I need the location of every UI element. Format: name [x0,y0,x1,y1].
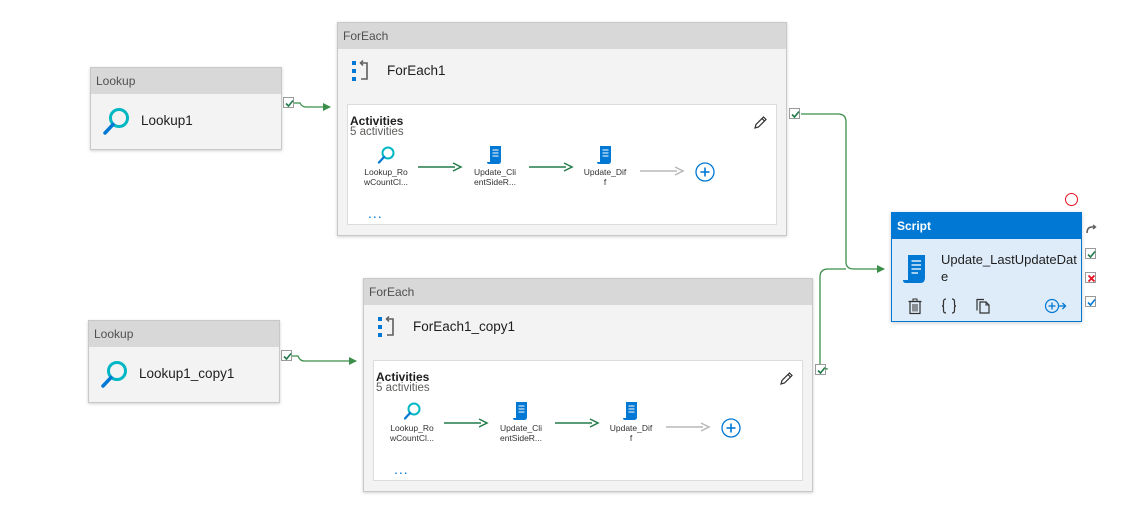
success-icon [817,366,826,375]
foreach1-title: ForEach1 [387,63,446,78]
error-indicator[interactable] [1065,193,1078,206]
script-activity[interactable]: Script Update_LastUpdateDate [891,212,1082,322]
lookup2-activity[interactable]: Lookup Lookup1_copy1 [88,320,280,403]
inner-activity-label: Update_Dif [583,167,627,177]
success-icon [285,99,294,108]
lookup2-header: Lookup [89,321,279,347]
script-title: Update_LastUpdateDate [941,252,1077,284]
more-activities-indicator[interactable]: ... [394,461,409,477]
success-icon [283,352,292,361]
code-icon[interactable] [940,297,958,315]
skipped-icon[interactable] [1085,224,1097,236]
lookup1-activity[interactable]: Lookup Lookup1 [90,67,282,150]
inner-activity-label: Update_Dif [609,423,653,433]
connector-foreach1-script[interactable] [801,113,885,273]
add-activity-icon[interactable] [721,418,741,438]
foreach2-activities-panel[interactable]: Activities 5 activities Lookup_Ro wCount… [373,360,803,481]
inner-activity-script[interactable]: Update_Cli entSideR... [465,145,525,187]
inner-arrow-empty [640,166,685,176]
activities-count: 5 activities [376,382,430,394]
inner-arrow [418,162,463,172]
inner-activity-label: Lookup_Ro [390,423,434,433]
success-icon [791,110,800,119]
script-completion-handle[interactable] [1085,296,1096,307]
inner-activity-script[interactable]: Update_Dif f [575,145,635,187]
script-success-handle[interactable] [1085,248,1096,259]
search-icon [103,108,129,135]
inner-activity-lookup[interactable]: Lookup_Ro wCountCl... [356,145,416,187]
add-activity-icon[interactable] [695,162,715,182]
edit-icon[interactable] [753,115,768,130]
script-icon [903,255,925,283]
inner-activity-script[interactable]: Update_Cli entSideR... [491,401,551,443]
script-header: Script [892,213,1081,239]
completion-icon [1087,298,1096,307]
activities-title: Activities [376,370,430,384]
search-icon [403,402,421,420]
connector-lookup1-foreach1[interactable] [294,102,331,111]
search-icon [377,146,395,164]
lookup1-title: Lookup1 [141,113,193,128]
failure-icon [1087,274,1096,283]
connector-foreach2-script[interactable] [819,268,846,370]
inner-arrow [444,418,489,428]
activities-count: 5 activities [350,126,404,138]
inner-activity-lookup[interactable]: Lookup_Ro wCountCl... [382,401,442,443]
edit-icon[interactable] [779,371,794,386]
foreach1-header: ForEach [338,23,786,49]
inner-activity-label: Update_Cli [473,167,517,177]
connector-lookup2-foreach2[interactable] [292,355,357,365]
more-activities-indicator[interactable]: ... [368,205,383,221]
foreach2-success-handle[interactable] [815,364,826,375]
inner-activity-label: wCountCl... [390,433,434,443]
inner-activity-label: Update_Cli [499,423,543,433]
foreach2-header: ForEach [364,279,812,305]
foreach1-activity[interactable]: ForEach ForEach1 Activities 5 activities… [337,22,787,236]
foreach1-activities-panel[interactable]: Activities 5 activities Lookup_Ro wCount… [347,104,777,225]
lookup1-success-handle[interactable] [283,97,294,108]
inner-activity-label: entSideR... [499,433,543,443]
foreach2-title: ForEach1_copy1 [413,319,516,334]
activities-title: Activities [350,114,404,128]
lookup2-success-handle[interactable] [281,350,292,361]
inner-activity-script[interactable]: Update_Dif f [601,401,661,443]
script-icon [513,402,527,420]
inner-arrow-empty [666,422,711,432]
search-icon [101,361,127,388]
foreach-icon [352,59,368,81]
script-failure-handle[interactable] [1085,272,1096,283]
copy-icon[interactable] [974,297,992,315]
inner-arrow [529,162,574,172]
delete-icon[interactable] [906,297,924,315]
success-icon [1087,250,1096,259]
inner-arrow [555,418,600,428]
foreach1-success-handle[interactable] [789,108,800,119]
inner-activity-label: entSideR... [473,177,517,187]
script-icon [487,146,501,164]
script-icon [597,146,611,164]
foreach-icon [378,315,394,337]
inner-activity-label: f [629,433,633,443]
add-output-icon[interactable] [1044,297,1068,315]
inner-activity-label: f [603,177,607,187]
lookup2-title: Lookup1_copy1 [139,366,235,381]
foreach2-activity[interactable]: ForEach ForEach1_copy1 Activities 5 acti… [363,278,813,492]
inner-activity-label: Lookup_Ro [364,167,408,177]
script-icon [623,402,637,420]
lookup1-header: Lookup [91,68,281,94]
inner-activity-label: wCountCl... [364,177,408,187]
